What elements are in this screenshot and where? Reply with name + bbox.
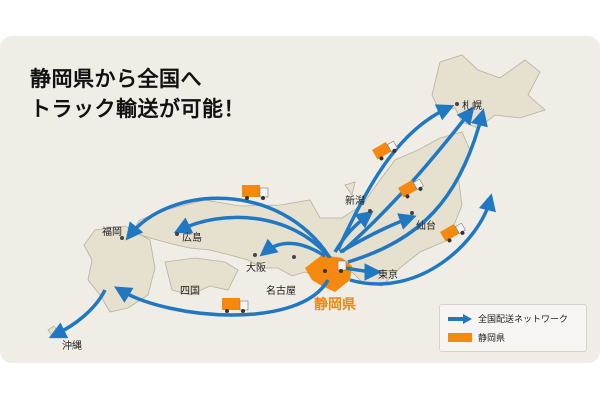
city-dot-icon: [455, 102, 459, 106]
headline: 静岡県から全国へ トラック輸送が可能！: [30, 64, 245, 124]
city-label-sapporo: 札幌: [462, 101, 482, 112]
trucks: [222, 140, 466, 313]
arrow-to-osaka: [259, 238, 326, 258]
city-label-sendai: 仙台: [416, 221, 436, 232]
truck-icon: [320, 258, 347, 273]
delivery-arrows: [48, 104, 496, 339]
origin-label: 静岡県: [314, 297, 356, 313]
arrow-to-tokyo: [344, 263, 382, 281]
city-label-hiroshima: 広島: [182, 233, 202, 244]
city-label-okinawa: 沖縄: [62, 341, 82, 352]
arrow-to-north: [347, 108, 488, 264]
arrow-to-hiroshima: [173, 215, 332, 260]
city-label-nagoya: 名古屋: [266, 286, 296, 297]
city-dot-icon: [292, 255, 296, 259]
legend-network-label: 全国配送ネットワーク: [478, 315, 569, 325]
legend-origin: 静岡県: [448, 331, 505, 344]
truck-icon: [242, 185, 269, 200]
legend-network: 全国配送ネットワーク: [448, 312, 568, 325]
city-dot-icon: [368, 209, 372, 213]
shikoku: [164, 257, 239, 296]
truck-icon: [222, 298, 249, 313]
sado-island: [344, 181, 356, 196]
city-label-niigata: 新潟: [345, 196, 365, 207]
arrow-to-kyushu: [113, 279, 330, 317]
truck-icon: [440, 222, 466, 243]
arrow-to-okinawa: [48, 289, 107, 339]
arrow-to-fukuoka: [125, 196, 332, 259]
arrow-to-east: [349, 193, 496, 286]
city-dot-icon: [410, 211, 414, 215]
legend-origin-label: 静岡県: [478, 334, 506, 344]
arrow-to-sapporo-1: [336, 104, 455, 251]
truck-icon: [372, 140, 398, 161]
headline-line-2: トラック輸送が可能！: [30, 97, 245, 121]
region-label-shikoku: 四国: [180, 286, 200, 297]
city-label-tokyo: 東京: [378, 270, 398, 281]
truck-icon: [398, 178, 424, 199]
legend: 全国配送ネットワーク 静岡県: [439, 304, 587, 352]
city-dot-icon: [120, 236, 124, 240]
headline-line-1: 静岡県から全国へ: [30, 67, 202, 91]
orange-swatch: [448, 333, 472, 342]
hokkaido: [431, 54, 546, 129]
kyushu: [83, 225, 156, 313]
city-label-fukuoka: 福岡: [102, 227, 122, 238]
city-dots: [120, 102, 459, 259]
arrow-to-sapporo-2: [340, 106, 475, 254]
arrow-icon: [448, 313, 472, 324]
city-label-osaka: 大阪: [246, 263, 266, 274]
city-dot-icon: [253, 253, 257, 257]
city-dot-icon: [175, 232, 179, 236]
